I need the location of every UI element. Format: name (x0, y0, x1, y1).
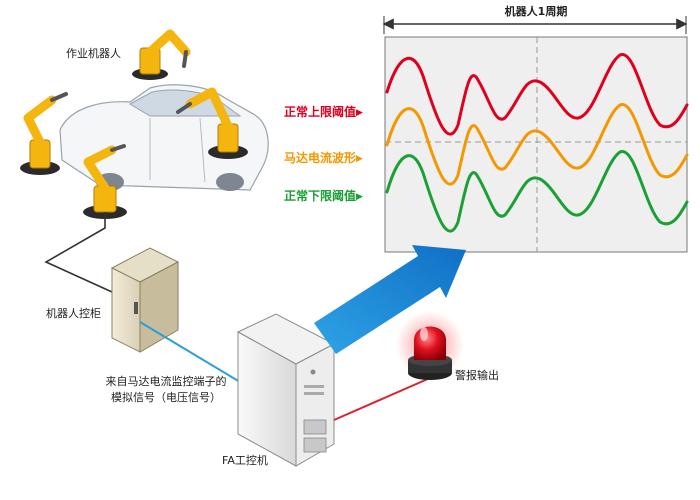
lower-limit-label: 正常下限阈值▶ (284, 188, 363, 205)
alarm-line (333, 377, 431, 421)
lower-pointer-icon: ▶ (356, 192, 363, 202)
motor-pointer-icon: ▶ (356, 154, 363, 164)
motor-waveform-text: 马达电流波形 (284, 151, 357, 165)
robot-cable (44, 212, 113, 293)
cycle-label: 机器人1周期 (504, 5, 568, 18)
lower-limit-text: 正常下限阈值 (284, 189, 357, 203)
fa-pc-icon (236, 313, 336, 467)
alarm-beacon-icon (396, 311, 464, 380)
cycle-dimension-arrow (382, 16, 688, 34)
signal-line (139, 321, 251, 389)
upper-limit-text: 正常上限阈值 (284, 105, 357, 119)
data-collection-arrow (314, 245, 466, 354)
cabinet-icon (110, 247, 180, 353)
cabinet-label: 机器人控柜 (46, 307, 101, 320)
robots-label: 作业机器人 (66, 47, 121, 60)
lower-limit-wave (385, 150, 689, 233)
alarm-label: 警报输出 (455, 369, 499, 382)
waveform-panel (384, 36, 689, 253)
upper-pointer-icon: ▶ (356, 108, 363, 118)
motor-current-wave (385, 103, 689, 186)
signal-label-line1: 来自马达电流监控端子的 (105, 375, 227, 388)
upper-limit-label: 正常上限阈值▶ (284, 104, 363, 121)
robots-icon (20, 29, 269, 219)
upper-limit-wave (385, 53, 689, 136)
signal-label-line2: 模拟信号（电压信号） (111, 391, 221, 404)
motor-waveform-label: 马达电流波形▶ (284, 150, 363, 167)
pc-label: FA工控机 (222, 454, 268, 467)
